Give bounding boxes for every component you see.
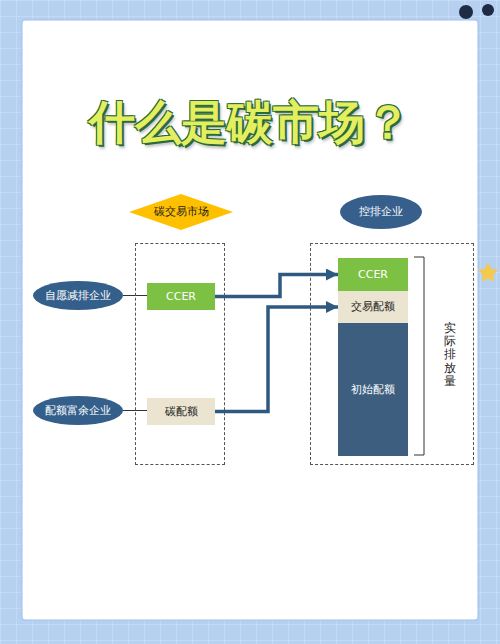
node-label: 初始配额 — [351, 383, 395, 396]
node-label: CCER — [358, 268, 388, 281]
flow-arrow — [215, 275, 338, 297]
quota-box: 碳配额 — [147, 398, 215, 425]
enterprise-oval: 配额富余企业 — [33, 396, 123, 425]
heading-oval: 控排企业 — [340, 195, 422, 229]
node-label: 交易配额 — [351, 300, 395, 313]
market-group: 碳交易市场CCER碳配额 — [135, 243, 225, 465]
bracket-label: 实际排放量 — [444, 322, 456, 388]
group-heading: 碳交易市场 — [154, 205, 209, 218]
title: 什么是碳市场？ — [0, 92, 500, 154]
bracket — [414, 257, 424, 455]
flow-arrow — [215, 307, 338, 412]
node-label: 配额富余企业 — [45, 404, 111, 417]
quota-box: CCER — [147, 283, 215, 310]
node-label: 碳配额 — [165, 405, 198, 418]
star-deco — [478, 262, 498, 282]
eye-deco — [482, 4, 494, 16]
node-label: 自愿减排企业 — [45, 289, 111, 302]
heading-diamond: 碳交易市场 — [129, 194, 233, 230]
node-label: CCER — [166, 290, 196, 303]
enterprise-oval: 自愿减排企业 — [33, 281, 123, 310]
group-heading: 控排企业 — [359, 205, 403, 218]
quota-box: 初始配额 — [338, 323, 408, 456]
quota-box: 交易配额 — [338, 291, 408, 323]
eye-deco — [459, 5, 473, 19]
quota-box: CCER — [338, 258, 408, 291]
